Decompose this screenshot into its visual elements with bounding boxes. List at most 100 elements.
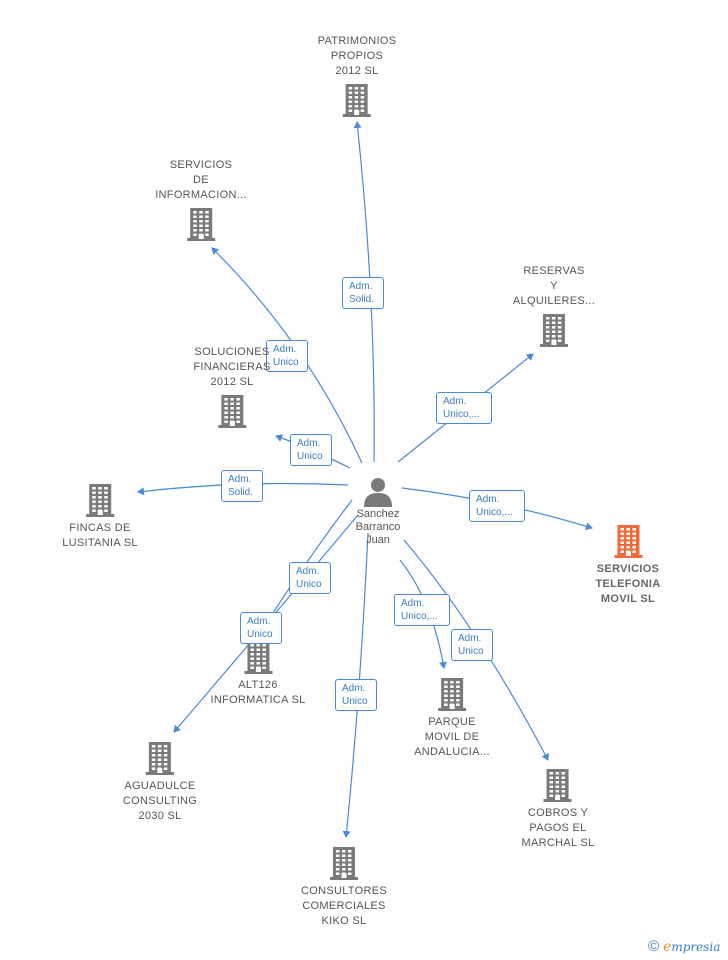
company-name-line: COMERCIALES — [302, 900, 386, 912]
role-badge-soluciones[interactable]: Adm. Unico — [290, 434, 332, 466]
role-badge-line: Adm. — [349, 281, 373, 292]
center-person[interactable]: Sanchez Barranco Juan — [347, 476, 409, 547]
building-icon — [543, 769, 572, 802]
company-name-line: CONSULTORES — [300, 885, 388, 897]
company-name-line: PATRIMONIOS — [317, 35, 397, 47]
company-node-soluciones[interactable]: SOLUCIONES FINANCIERAS 2012 SL — [193, 345, 270, 428]
copyright-symbol: © — [648, 938, 660, 955]
company-node-servicios-telefonia[interactable]: SERVICIOS TELEFONIA MOVIL SL — [595, 524, 660, 607]
role-badge-line: Unico,... — [443, 409, 480, 420]
role-badge-line: Adm. — [296, 566, 320, 577]
building-icon — [187, 208, 215, 241]
role-badge-line: Adm. — [443, 396, 467, 407]
building-icon — [613, 525, 642, 558]
company-name-line: 2012 SL — [335, 65, 379, 77]
building-icon — [343, 84, 371, 117]
building-icon — [217, 395, 246, 428]
building-icon — [85, 484, 114, 517]
company-name-line: FINCAS DE — [69, 522, 131, 534]
role-badge-parque[interactable]: Adm. Unico,... — [394, 594, 450, 626]
brand-initial: e — [663, 939, 672, 955]
company-name-line: DE — [193, 174, 209, 186]
company-name-line: 2030 SL — [138, 810, 182, 822]
role-badge-servicios-informacion[interactable]: Adm. Unico — [266, 340, 308, 372]
role-badge-line: Adm. — [342, 683, 366, 694]
company-name-line: PARQUE — [428, 716, 476, 728]
role-badge-aguadulce[interactable]: Adm.Unico — [240, 612, 282, 644]
role-badge-line: Unico — [297, 451, 323, 462]
role-badge-consultores[interactable]: Adm. Unico — [335, 679, 377, 711]
role-badge-cobros[interactable]: Adm. Unico — [451, 629, 493, 661]
company-name-line: CONSULTING — [122, 795, 198, 807]
company-name-line: MARCHAL SL — [521, 837, 595, 849]
role-badge-line: Solid. — [228, 487, 254, 498]
company-name: SOLUCIONES FINANCIERAS 2012 SL — [193, 345, 270, 390]
company-name-line: LUSITANIA SL — [62, 537, 138, 549]
company-name: COBROS Y PAGOS EL MARCHAL SL — [522, 806, 595, 851]
role-badge-line: Solid. — [349, 294, 375, 305]
brand-logo: ©empresia — [648, 938, 720, 955]
role-badge-line: Unico,... — [401, 611, 438, 622]
company-name-line: SOLUCIONES — [194, 346, 270, 358]
company-name-line: FINANCIERAS — [193, 361, 271, 373]
company-node-cobros[interactable]: COBROS Y PAGOS EL MARCHAL SL — [522, 768, 595, 851]
company-name-line: 2012 SL — [210, 376, 254, 388]
role-badge-line: Unico — [273, 357, 299, 368]
company-name-line: ANDALUCIA... — [414, 746, 490, 758]
role-badge-line: Unico — [458, 646, 484, 657]
company-name: RESERVAS Y ALQUILERES... — [513, 264, 595, 309]
company-name-line: ALT126 — [238, 679, 278, 691]
company-node-fincas[interactable]: FINCAS DE LUSITANIA SL — [62, 483, 138, 551]
company-name: CONSULTORES COMERCIALES KIKO SL — [301, 884, 387, 929]
building-icon — [540, 314, 568, 347]
company-name-line: RESERVAS — [523, 265, 585, 277]
company-name: FINCAS DE LUSITANIA SL — [62, 521, 138, 551]
role-badge-servicios-telefonia[interactable]: Adm. Unico,... — [469, 490, 525, 522]
company-name-line: COBROS Y — [527, 807, 589, 819]
company-name: PARQUE MOVIL DE ANDALUCIA... — [414, 715, 490, 760]
person-name-line: Sanchez — [356, 508, 400, 520]
role-badge-patrimonios[interactable]: Adm. Solid. — [342, 277, 384, 309]
building-icon — [146, 742, 174, 775]
company-node-parque[interactable]: PARQUE MOVIL DE ANDALUCIA... — [414, 677, 490, 760]
company-name-line: PROPIOS — [330, 50, 384, 62]
role-badge-reservas[interactable]: Adm. Unico,... — [436, 392, 492, 424]
person-name-line: Juan — [366, 534, 390, 546]
building-icon — [243, 641, 272, 674]
company-name-line: ALQUILERES... — [512, 295, 596, 307]
company-name: PATRIMONIOS PROPIOS 2012 SL — [318, 34, 397, 79]
company-node-reservas[interactable]: RESERVAS Y ALQUILERES... — [513, 264, 595, 347]
company-node-consultores[interactable]: CONSULTORES COMERCIALES KIKO SL — [301, 846, 387, 929]
role-badge-line: Adm. — [401, 598, 425, 609]
role-badge-line: Adm. — [297, 438, 321, 449]
role-badge-line: Unico,... — [476, 507, 513, 518]
company-name-line: SERVICIOS — [169, 159, 233, 171]
role-badge-line: Adm. — [476, 494, 500, 505]
company-node-patrimonios[interactable]: PATRIMONIOS PROPIOS 2012 SL — [318, 34, 397, 117]
company-name-line: TELEFONIA — [595, 578, 661, 590]
company-name-line: KIKO SL — [321, 915, 367, 927]
brand-name: mpresia — [671, 940, 721, 954]
company-name-line: Y — [550, 280, 558, 292]
person-icon — [364, 478, 392, 507]
role-badge-line: Adm. — [247, 616, 271, 627]
company-name-line: SERVICIOS — [596, 563, 660, 575]
role-badge-line: Adm. — [273, 344, 297, 355]
company-name: SERVICIOS TELEFONIA MOVIL SL — [595, 562, 660, 607]
role-badge-line: Unico — [342, 696, 368, 707]
role-badge-alt126[interactable]: Adm.Unico — [289, 562, 331, 594]
role-badge-fincas[interactable]: Adm. Solid. — [221, 470, 263, 502]
role-badge-line: Adm. — [228, 474, 252, 485]
company-name-line: MOVIL SL — [600, 593, 656, 605]
company-name-line: MOVIL DE — [424, 731, 480, 743]
role-badge-line: Adm. — [458, 633, 482, 644]
company-name-line: PAGOS EL — [529, 822, 587, 834]
building-icon — [437, 678, 466, 711]
